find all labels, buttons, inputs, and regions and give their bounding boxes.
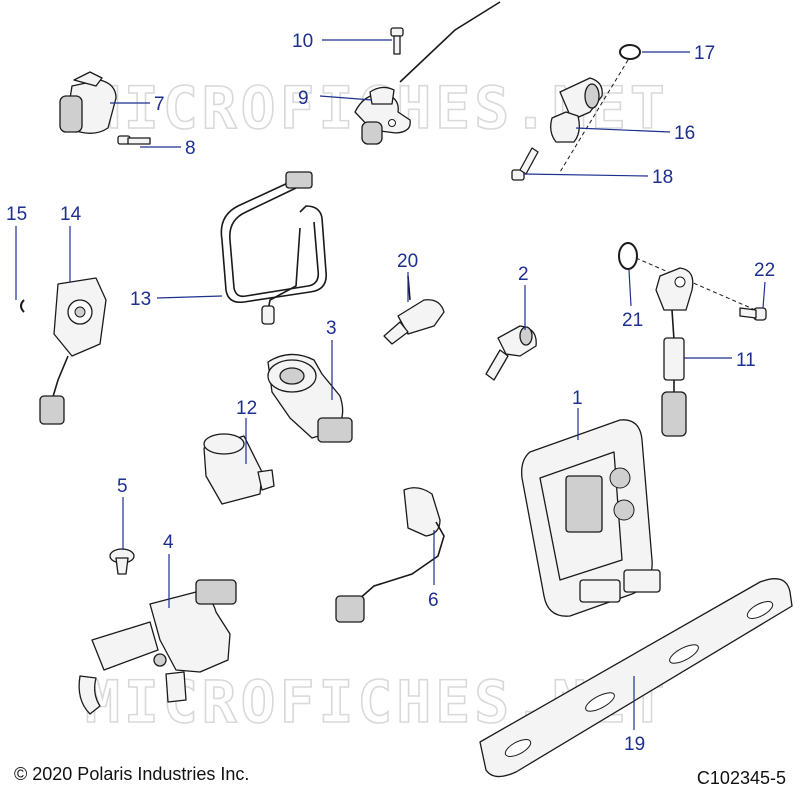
- callout-2: 2: [518, 264, 529, 285]
- part-14-sensor: [39, 277, 107, 425]
- part-18-bolt: [511, 147, 539, 181]
- leader-13: [156, 295, 223, 299]
- callout-20: 20: [397, 251, 418, 272]
- leader-22: [762, 281, 766, 309]
- part-13-sensor: [220, 171, 327, 325]
- callout-7: 7: [154, 94, 165, 115]
- part-7-sensor: [59, 71, 117, 134]
- part-12-relay: [203, 433, 275, 505]
- callout-10: 10: [292, 31, 313, 52]
- leader-21: [628, 269, 632, 307]
- part-21-oring: [618, 242, 638, 270]
- callout-4: 4: [163, 532, 174, 553]
- callout-6: 6: [428, 590, 439, 611]
- part-10-bolt: [390, 27, 404, 55]
- callout-22: 22: [754, 260, 775, 281]
- part-15-clip: [20, 299, 25, 313]
- callout-11: 11: [736, 350, 756, 371]
- leader-9: [319, 95, 373, 101]
- callout-1: 1: [572, 388, 583, 409]
- drawing-number: C102345-5: [696, 768, 786, 788]
- part-6-sensor: [335, 487, 445, 623]
- callout-18: 18: [652, 167, 673, 188]
- part-17-oring: [619, 44, 641, 60]
- part-3-switch: [267, 353, 353, 443]
- part-11-sensor: [655, 267, 694, 437]
- part-5-rivet: [109, 548, 135, 575]
- part-19-bracket: [479, 578, 793, 778]
- callout-19: 19: [624, 734, 645, 755]
- leader-16: [575, 127, 671, 133]
- callout-15: 15: [6, 204, 27, 225]
- part-4-valve: [78, 579, 237, 715]
- callout-14: 14: [60, 204, 82, 225]
- assembly-line-16: [559, 59, 629, 173]
- part-8-bolt: [117, 135, 151, 145]
- callout-3: 3: [326, 318, 337, 339]
- sensor-wire: [399, 1, 501, 83]
- part-2-sensor: [485, 325, 537, 381]
- leader-18: [523, 173, 649, 177]
- assembly-line-11: [635, 257, 761, 313]
- part-20-sensor: [383, 275, 445, 345]
- callout-12: 12: [236, 398, 257, 419]
- callout-17: 17: [694, 43, 715, 64]
- part-16-sensor: [550, 77, 603, 143]
- copyright-text: © 2020 Polaris Industries Inc.: [14, 764, 250, 784]
- part-22-bolt: [739, 307, 767, 321]
- callout-13: 13: [130, 289, 151, 310]
- callout-16: 16: [674, 123, 695, 144]
- callout-5: 5: [117, 476, 128, 497]
- callout-21: 21: [622, 310, 643, 331]
- callout-9: 9: [298, 88, 309, 109]
- part-1-ecu: [521, 419, 661, 617]
- callout-8: 8: [185, 138, 196, 159]
- part-9-sensor: [354, 86, 411, 145]
